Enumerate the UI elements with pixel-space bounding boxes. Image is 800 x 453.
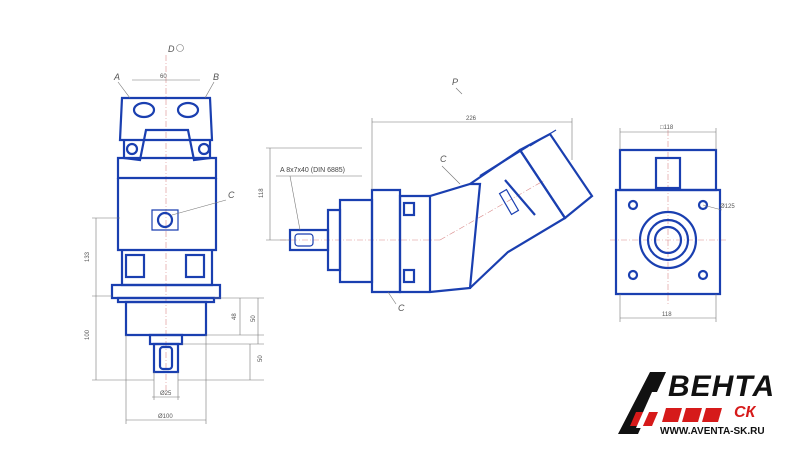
dim-front-height: 133 xyxy=(85,251,91,262)
dim-pilot-dia: Ø100 xyxy=(158,414,173,420)
end-view: □118 118 Ø125 xyxy=(610,125,735,322)
port-b-label: B xyxy=(213,72,219,82)
shaft-key-note: A 8x7x40 (DIN 6885) xyxy=(280,167,345,174)
side-view: P 226 118 A 8x7x40 (DIN 68 xyxy=(259,77,594,313)
view-label-d: D xyxy=(168,44,175,54)
logo-url: WWW.AVENTA-SK.RU xyxy=(660,426,765,437)
dim-side-height: 118 xyxy=(259,188,265,198)
port-c-label-bottom: C xyxy=(398,303,405,313)
port-c-label-side: C xyxy=(440,154,447,164)
logo-mark-icon xyxy=(618,372,666,434)
dim-shaft-len: 50 xyxy=(258,355,264,362)
dim-overall-length: 226 xyxy=(466,116,477,122)
dim-lower-height: 100 xyxy=(85,329,91,340)
dim-end-width-bottom: 118 xyxy=(662,312,672,318)
dim-bolt-circle: Ø125 xyxy=(720,204,735,210)
logo-sub: СК xyxy=(734,404,756,421)
logo-word: ВЕНТА xyxy=(668,370,776,403)
dim-port-spacing: 60 xyxy=(160,74,167,80)
port-a-label: A xyxy=(113,72,120,82)
dim-flange-h2: 50 xyxy=(251,315,257,322)
view-label-p: P xyxy=(452,77,458,87)
port-c-label: C xyxy=(228,190,235,200)
dim-shaft-dia: Ø25 xyxy=(160,391,172,397)
view-marker-icon xyxy=(176,44,184,52)
aventa-logo: ВЕНТА СК WWW.AVENTA-SK.RU xyxy=(618,368,796,448)
front-view: D 60 A B C xyxy=(85,44,264,424)
dim-end-width: □118 xyxy=(660,125,674,131)
dim-flange-h1: 48 xyxy=(232,313,238,320)
logo-stripes-icon xyxy=(662,408,722,422)
